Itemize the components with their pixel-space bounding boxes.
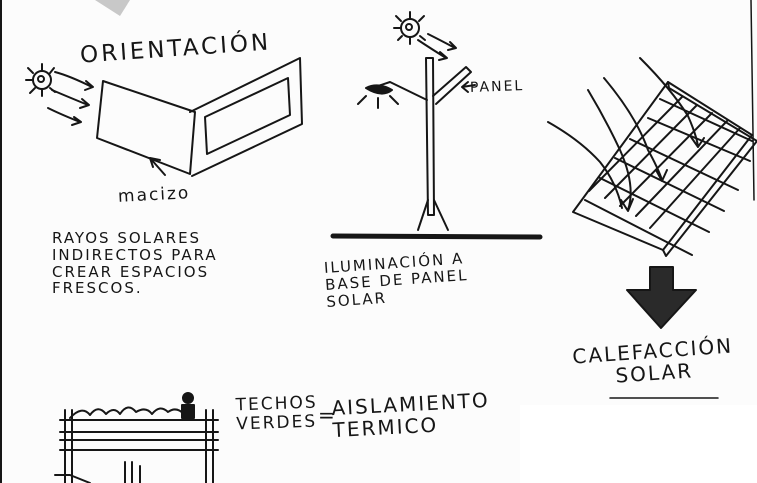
- sun-icon: [25, 63, 56, 97]
- wall-block-icon: [96, 57, 303, 177]
- roofs-caption-line: VERDES: [235, 411, 318, 435]
- page-right-edge: [750, 0, 755, 201]
- macizo-label: macizo: [117, 183, 191, 207]
- ray-line-icon: [547, 121, 623, 209]
- sun-icon-lamp: [393, 11, 426, 45]
- green-roof-section-icon: [59, 406, 219, 483]
- equals-sign: =: [318, 403, 337, 427]
- orientation-note-line: RAYOS SOLARES: [52, 229, 202, 247]
- orientation-note: RAYOS SOLARES INDIRECTOS PARA CREAR ESPA…: [52, 230, 218, 297]
- down-arrow-icon: [626, 266, 697, 329]
- person-icon: [181, 392, 195, 419]
- orientation-note-line: INDIRECTOS PARA: [52, 245, 218, 264]
- ray-arrow-icon-2: [603, 77, 668, 182]
- smudge-mark: [95, 0, 130, 16]
- ray-arrows-icon: [47, 71, 94, 126]
- orientation-note-line: FRESCOS.: [52, 279, 143, 298]
- panel-pointer-arrow-icon: [461, 81, 476, 93]
- pointer-arrow-icon: [149, 157, 166, 176]
- panel-label: PANEL: [469, 78, 525, 96]
- ray-arrow-icon-1: [587, 89, 634, 212]
- solar-panel-icon: [572, 81, 757, 257]
- sun-ray-arrows-icon: [417, 33, 457, 61]
- street-lamp-icon: [330, 57, 543, 240]
- insulation-caption: AISLAMIENTO TERMICO: [331, 388, 491, 443]
- roofs-caption: TECHOS VERDES: [235, 393, 318, 435]
- blank-corner: [520, 405, 757, 483]
- ground-line: [54, 474, 91, 483]
- ray-arrow-icon-3: [639, 57, 705, 148]
- lamp-caption: ILUMINACIÓN A BASE DE PANEL SOLAR: [323, 249, 470, 310]
- orientation-note-line: CREAR ESPACIOS: [52, 262, 210, 281]
